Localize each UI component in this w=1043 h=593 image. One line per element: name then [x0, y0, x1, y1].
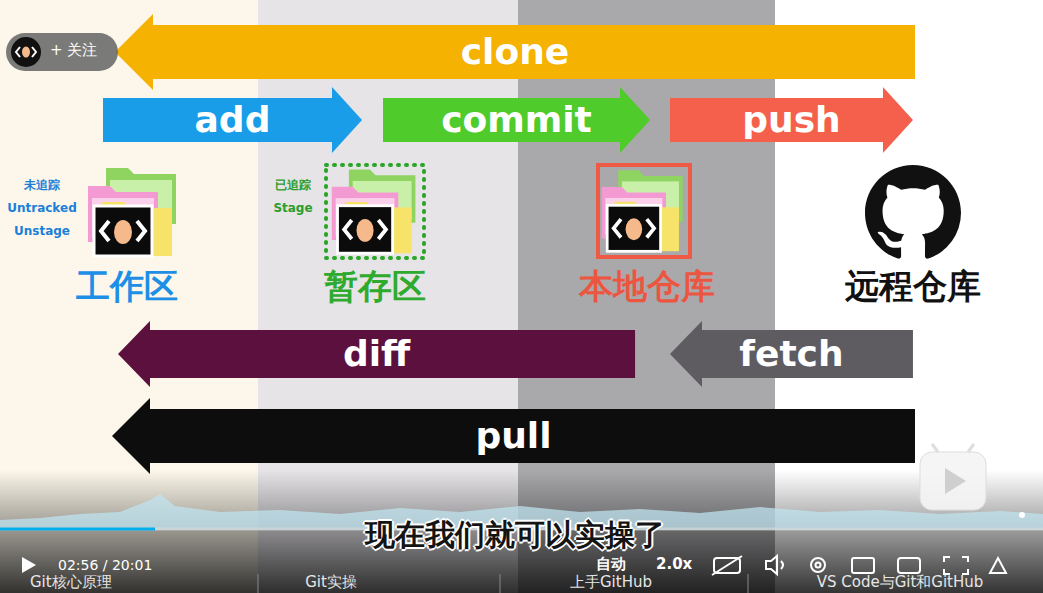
folder-icon — [88, 168, 176, 256]
github-logo — [865, 165, 961, 259]
play-button — [22, 557, 36, 573]
command-label: add — [195, 100, 271, 140]
command-arrow — [118, 321, 635, 387]
command-arrow — [670, 321, 913, 387]
decoration — [500, 574, 501, 593]
command-arrow — [103, 87, 362, 153]
decoration — [932, 444, 938, 452]
decoration — [852, 558, 874, 573]
decoration — [968, 444, 974, 452]
zone-name: 本地仓库 — [579, 266, 715, 306]
follow-pill — [6, 33, 118, 71]
avatar — [11, 37, 41, 67]
zone-card: 本地仓库 — [560, 160, 740, 315]
decoration — [766, 556, 777, 574]
decoration — [816, 563, 821, 568]
decoration — [748, 574, 749, 593]
decoration — [16, 47, 20, 57]
repo-frame — [598, 165, 690, 257]
chapter-name: VS Code与Git和GitHub — [817, 574, 984, 591]
command-arrow — [383, 87, 650, 153]
folder-icon — [332, 170, 416, 254]
chapter-name: Git核心原理 — [30, 574, 112, 591]
command-arrow — [112, 398, 915, 474]
speed-setting: 2.0x — [656, 556, 692, 573]
zone-name: 暂存区 — [324, 266, 426, 306]
status-note: 未追踪 Untracked Unstage — [1, 174, 83, 243]
progress-played — [0, 528, 155, 531]
player-shade — [0, 470, 1043, 593]
quality-setting: 自动 — [596, 556, 626, 573]
decoration — [781, 561, 783, 569]
decoration — [944, 557, 968, 574]
command-label: push — [742, 100, 840, 140]
zone-name: 工作区 — [76, 266, 178, 306]
command-label: fetch — [739, 334, 843, 374]
time-display: 02:56 / 20:01 — [58, 557, 152, 573]
zone-name: 远程仓库 — [845, 266, 981, 306]
chapter-name: Git实操 — [305, 574, 357, 591]
chapter-name: 上手GitHub — [570, 574, 652, 591]
stage-frame — [326, 165, 424, 258]
status-note: 已追踪 Stage — [266, 174, 320, 220]
folder-icon — [602, 170, 683, 251]
subtitle: 现在我们就可以实操了 — [365, 517, 665, 552]
progress-handle — [1019, 512, 1025, 518]
command-arrow — [670, 87, 913, 153]
decoration — [22, 47, 30, 58]
player-controls — [712, 556, 1006, 575]
command-label: commit — [441, 100, 592, 140]
zone-card: 远程仓库 — [830, 160, 1000, 315]
decoration — [811, 558, 825, 572]
tv-logo — [920, 452, 986, 510]
zone-card: 未追踪 Untracked Unstage 工作区 — [0, 160, 200, 315]
decoration — [32, 47, 36, 57]
decoration — [258, 574, 259, 593]
command-label: diff — [343, 334, 410, 374]
command-arrow — [115, 14, 915, 90]
command-label: pull — [475, 416, 551, 456]
decoration — [898, 558, 920, 573]
decoration — [945, 468, 966, 494]
chapter-separators — [258, 574, 748, 593]
decoration — [990, 558, 1006, 573]
zone-card: 已追踪 Stage 暂存区 — [262, 160, 462, 315]
follow-button: + 关注 — [50, 42, 97, 59]
command-label: clone — [461, 32, 569, 72]
decoration — [712, 556, 742, 575]
